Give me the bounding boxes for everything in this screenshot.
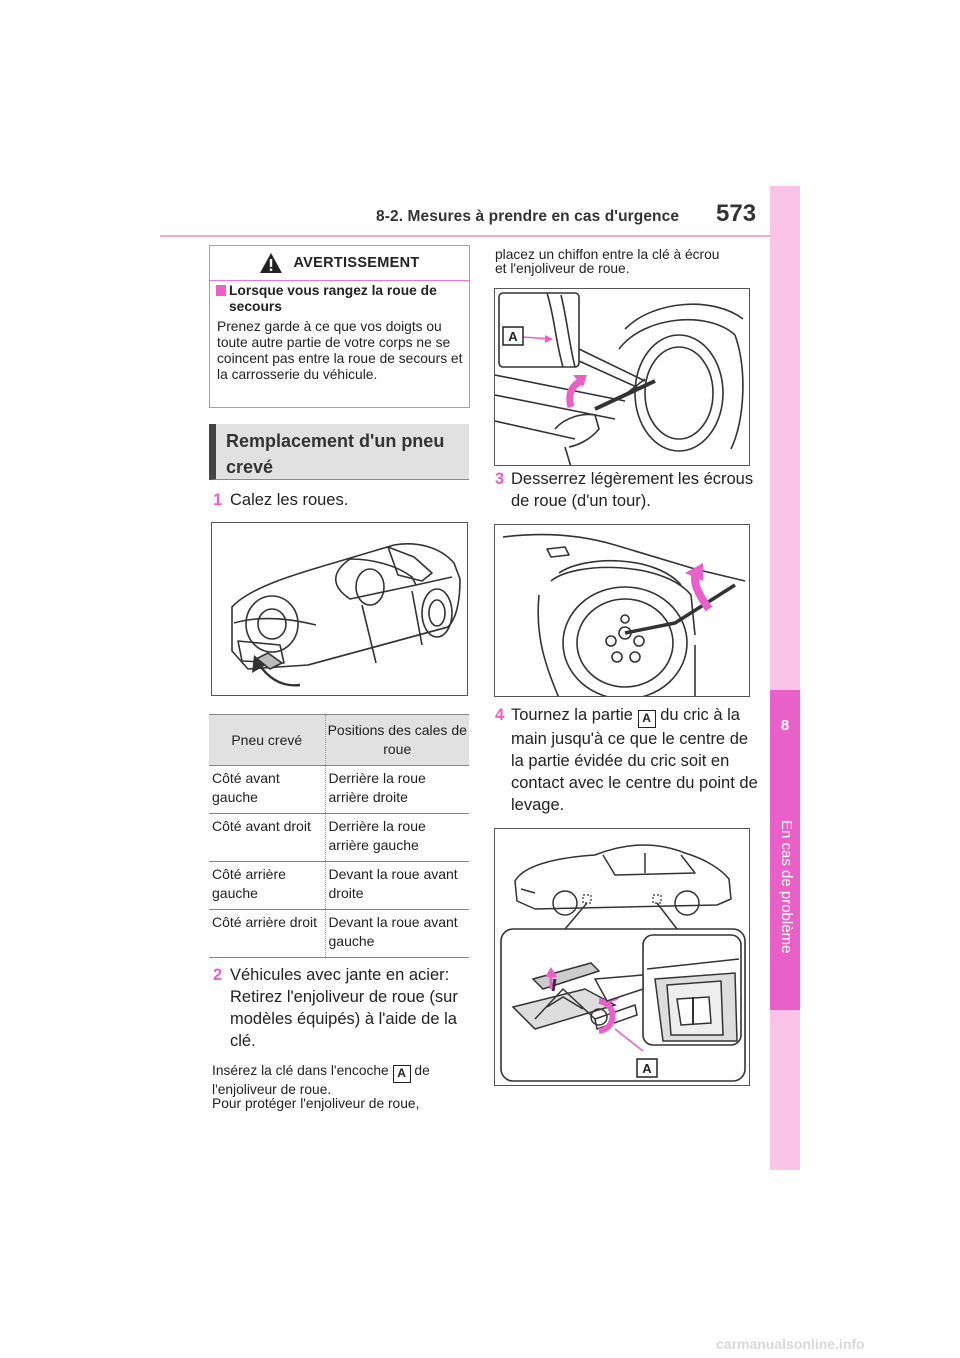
jack-placement-illustration: A	[494, 828, 750, 1086]
step-2: 2 Véhicules avec jante en acier: Retirez…	[213, 964, 470, 1052]
step-3: 3 Desserrez légèrement les écrous de rou…	[495, 468, 757, 512]
page-number: 573	[716, 200, 757, 227]
table-cell: Devant la roue avant droite	[324, 861, 469, 910]
step-1: 1 Calez les roues.	[213, 489, 473, 511]
section-heading: Remplacement d'un pneu crevé	[209, 424, 469, 480]
table-cell: Côté avant droit	[209, 813, 325, 862]
watermark: carmanualsonline.info	[716, 1336, 865, 1352]
step-number: 3	[495, 470, 505, 488]
step-2-note: Insérez la clé dans l'encoche A de l'enj…	[212, 1064, 474, 1111]
warning-subtitle: Lorsque vous rangez la roue de secours	[216, 283, 466, 315]
table-row: Côté arrière droit Devant la roue avant …	[209, 909, 469, 958]
callout-a-label: A	[642, 1061, 652, 1076]
table-header-row: Pneu crevé Positions des cales de roue	[209, 714, 469, 766]
warning-triangle-icon	[260, 253, 283, 273]
section-heading-text: Remplacement d'un pneu crevé	[226, 431, 445, 477]
step-text: Véhicules avec jante en acier: Retirez l…	[230, 966, 458, 1050]
step-text: Desserrez légèrement les écrous de roue …	[511, 470, 754, 510]
table-cell: Devant la roue avant gauche	[324, 909, 469, 958]
table-header-cell: Pneu crevé	[209, 714, 325, 766]
chapter-number: 8	[780, 717, 790, 734]
step-text: Tournez la partie	[511, 706, 633, 724]
warning-subtitle-text: Lorsque vous rangez la roue de secours	[229, 283, 437, 314]
note-text: Insérez la clé dans l'encoche	[212, 1063, 389, 1078]
table-cell: Derrière la roue arrière droite	[324, 765, 469, 814]
table-cell: Côté avant gauche	[209, 765, 325, 814]
callout-a-label: A	[637, 710, 656, 728]
step-number: 2	[213, 966, 223, 984]
note-text: Pour protéger l'enjoliveur de roue,	[212, 1096, 420, 1111]
warning-header: AVERTISSEMENT	[210, 246, 469, 281]
chapter-tab[interactable]	[770, 690, 800, 1010]
chapter-strip	[770, 186, 800, 1170]
step-2-note-continued: placez un chiffon entre la clé à écrou e…	[495, 247, 720, 276]
table-row: Côté avant gauche Derrière la roue arriè…	[209, 765, 469, 814]
warning-label: AVERTISSEMENT	[293, 255, 420, 271]
chapter-label: En cas de problème	[778, 820, 795, 954]
warning-box: AVERTISSEMENT Lorsque vous rangez la rou…	[209, 245, 470, 408]
callout-a-label: A	[508, 329, 518, 344]
chock-position-table: Pneu crevé Positions des cales de roue C…	[209, 714, 469, 958]
table-header-cell: Positions des cales de roue	[324, 714, 469, 766]
warning-body: Prenez garde à ce que vos doigts ou tout…	[217, 319, 463, 382]
note-text: de l'enjoliveur de roue.	[212, 1063, 430, 1097]
loosen-nuts-illustration	[494, 524, 750, 697]
step-text: du cric à la main jusqu'à ce que le cent…	[511, 706, 758, 814]
table-row: Côté avant droit Derrière la roue arrièr…	[209, 813, 469, 862]
square-bullet-icon	[216, 285, 226, 296]
table-cell: Derrière la roue arrière gauche	[324, 813, 469, 862]
section-title: 8-2. Mesures à prendre en cas d'urgence	[376, 208, 680, 225]
step-4: 4 Tournez la partie A du cric à la main …	[495, 704, 760, 816]
callout-a-label: A	[392, 1065, 411, 1083]
step-number: 1	[213, 491, 223, 509]
table-cell: Côté arrière gauche	[209, 861, 325, 910]
step-number: 4	[495, 706, 505, 724]
table-cell: Côté arrière droit	[209, 909, 325, 958]
header-rule	[160, 235, 770, 237]
step-text: Calez les roues.	[230, 491, 349, 509]
wheel-cover-removal-illustration: A	[494, 288, 750, 466]
car-chock-illustration	[211, 522, 468, 696]
table-row: Côté arrière gauche Devant la roue avant…	[209, 861, 469, 910]
